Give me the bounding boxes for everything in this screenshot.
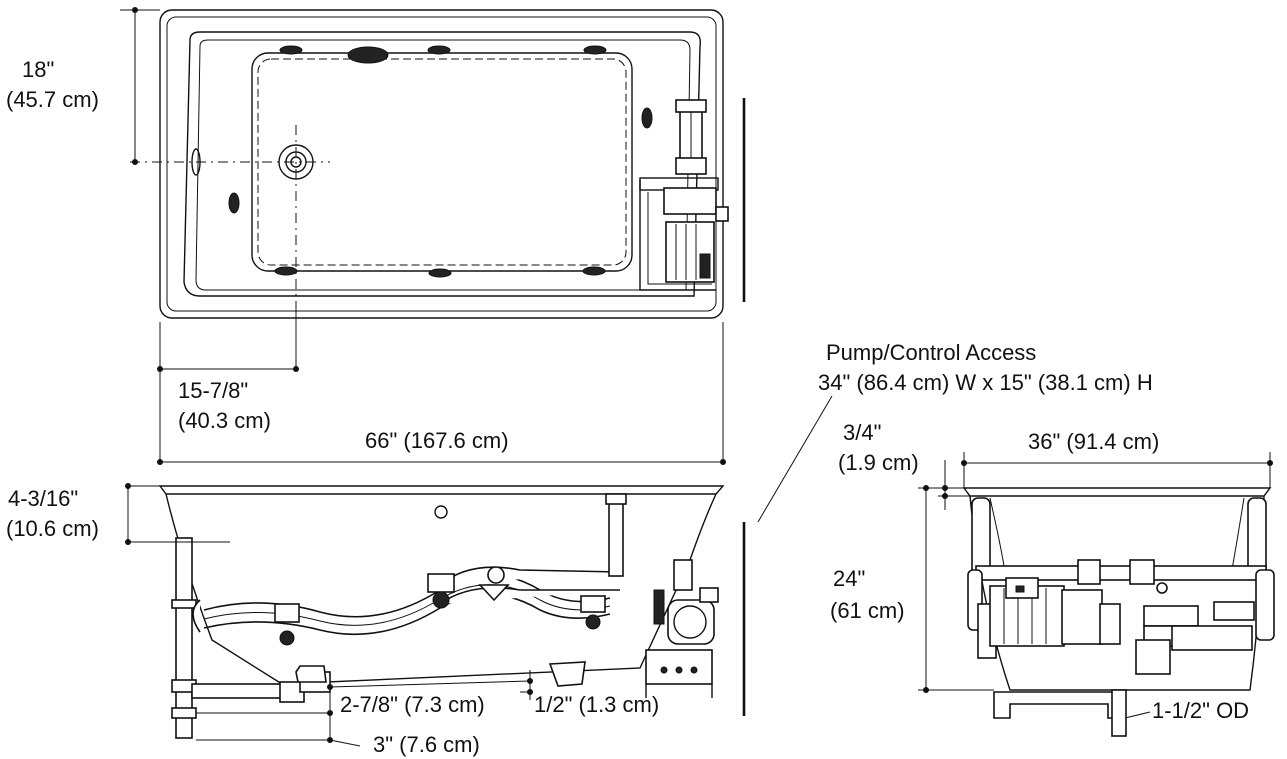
jet-icon <box>274 266 298 276</box>
side-view-dimensions: 4-3/16" (10.6 cm) 2-7/8" (7.3 cm) 3" (7.… <box>6 483 659 757</box>
side-view <box>158 485 746 739</box>
dim-rim-height-cm: (10.6 cm) <box>6 516 99 541</box>
jet-icon <box>583 45 607 55</box>
dim-end-width: 36" (91.4 cm) <box>1028 429 1159 454</box>
dim-drain-offset: 15-7/8" <box>178 378 248 403</box>
jet-icon <box>428 268 452 278</box>
tub-basin-inner <box>195 39 691 291</box>
dim-drain-drop: 2-7/8" (7.3 cm) <box>340 692 485 717</box>
dim-total-height: 24" <box>833 566 865 591</box>
overflow-icon <box>434 505 448 519</box>
tub-floor-inner <box>257 58 627 266</box>
whirlpool-jets <box>191 45 653 278</box>
end-view <box>962 487 1275 737</box>
jet-icon <box>582 266 606 276</box>
jet-icon <box>427 45 451 55</box>
dim-foot-height: 1/2" (1.3 cm) <box>534 692 659 717</box>
top-view-dimensions: 18" (45.7 cm) 15-7/8" (40.3 cm) 66" (167… <box>6 7 726 465</box>
dim-drain-offset-cm: (40.3 cm) <box>178 408 271 433</box>
pump-motor-side <box>645 587 719 698</box>
pump-motor-end <box>989 577 1121 647</box>
access-title: Pump/Control Access <box>826 340 1036 365</box>
access-size: 34" (86.4 cm) W x 15" (38.1 cm) H <box>818 370 1153 395</box>
dim-rim-offset: 3/4" <box>843 420 881 445</box>
dim-drain-spacing: 3" (7.6 cm) <box>373 732 480 757</box>
end-view-dimensions: 36" (91.4 cm) 3/4" (1.9 cm) 24" (61 cm) … <box>830 420 1273 723</box>
tub-inner-rim <box>166 16 717 312</box>
pump-assembly-plan <box>639 99 729 291</box>
jet-icon <box>228 192 240 214</box>
dim-width-18: 18" <box>22 57 54 82</box>
dim-length-66: 66" (167.6 cm) <box>365 428 509 453</box>
tub-outer-rim <box>159 9 724 319</box>
end-rim <box>962 487 1272 497</box>
tub-basin-outline <box>183 31 701 297</box>
side-rim <box>158 485 725 495</box>
top-view <box>130 9 746 319</box>
dim-width-18-cm: (45.7 cm) <box>6 87 99 112</box>
jet-icon <box>279 45 303 55</box>
side-shell <box>165 493 717 685</box>
jet-icon <box>347 46 389 64</box>
dim-rim-height: 4-3/16" <box>8 486 78 511</box>
jet-icon <box>641 107 653 129</box>
dim-drain-od: 1-1/2" OD <box>1152 698 1249 723</box>
dim-total-height-cm: (61 cm) <box>830 598 905 623</box>
dim-rim-offset-cm: (1.9 cm) <box>838 450 919 475</box>
access-callout: Pump/Control Access 34" (86.4 cm) W x 15… <box>757 340 1153 523</box>
